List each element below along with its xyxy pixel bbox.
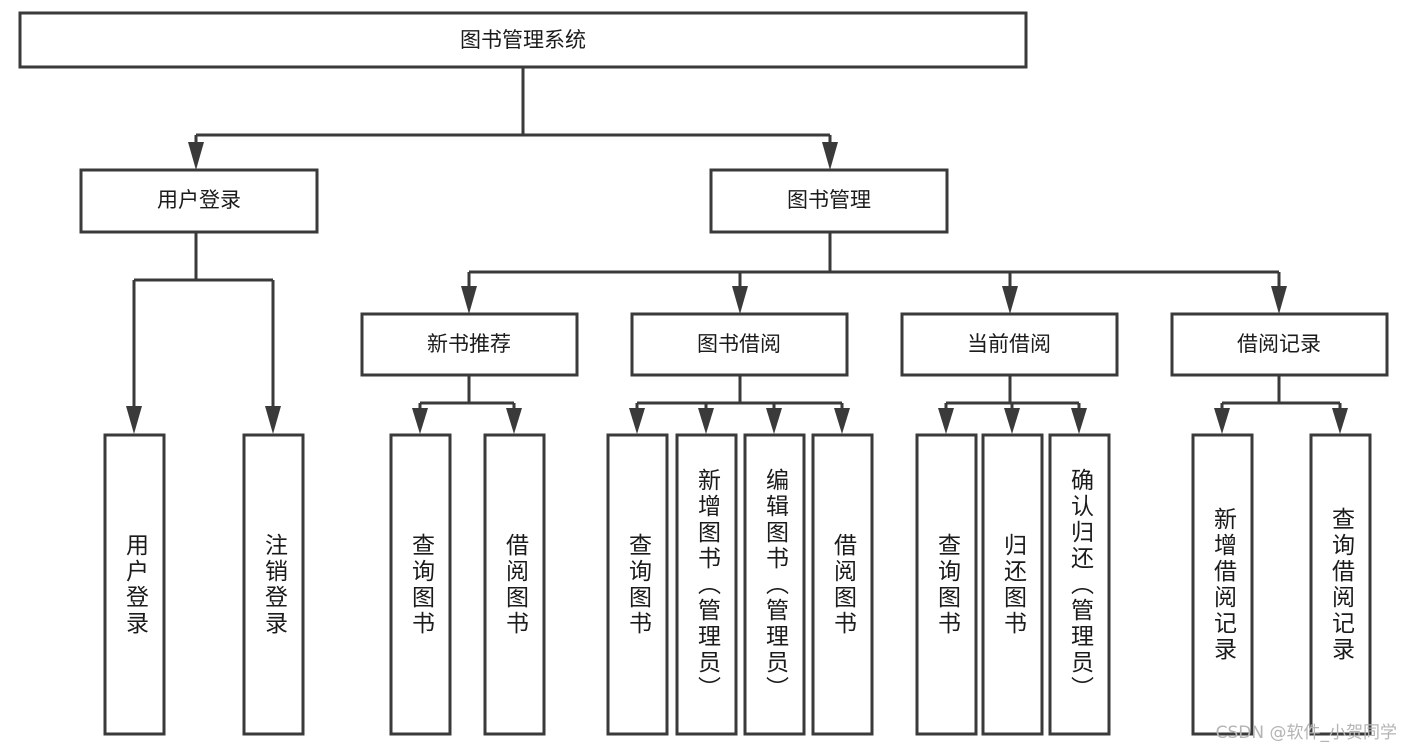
leaf-user-login-logout-box[interactable] (242, 433, 305, 736)
leaf-book-borrow-borrow[interactable]: 借阅图书 (811, 433, 874, 736)
arrow-head-bb-leaf-2 (698, 408, 714, 434)
leaf-new-book-borrow-box[interactable] (483, 433, 546, 736)
leaf-current-borrow-query-label: 查询图书 (934, 533, 962, 637)
arrow-head-bb-leaf-1 (629, 408, 645, 434)
arrow-head-leaf-logout (265, 406, 281, 434)
leaf-borrow-record-query-box[interactable] (1309, 433, 1372, 736)
leaf-current-borrow-query[interactable]: 查询图书 (915, 433, 978, 736)
leaf-borrow-record-query-label: 查询借阅记录 (1328, 507, 1356, 663)
node-book-management[interactable]: 图书管理 (709, 168, 949, 234)
leaf-book-borrow-borrow-label: 借阅图书 (830, 533, 858, 637)
arrow-head-nb-leaf-2 (506, 408, 522, 434)
node-user-login[interactable]: 用户登录 (79, 168, 319, 234)
arrow-head-leaf-user-login (126, 406, 142, 434)
leaf-borrow-record-add-label: 新增借阅记录 (1210, 507, 1238, 663)
arrow-head-nb-leaf-1 (412, 408, 428, 434)
leaf-user-login-logout-label: 注销登录 (261, 533, 289, 637)
arrow-head-cb-leaf-3 (1071, 408, 1087, 434)
node-book-management-box[interactable] (709, 168, 949, 234)
leaf-user-login-login-label: 用户登录 (122, 533, 150, 637)
leaf-book-borrow-query-label: 查询图书 (625, 533, 653, 637)
node-borrow-record[interactable]: 借阅记录 (1170, 312, 1389, 377)
arrow-head-br-leaf-1 (1214, 408, 1230, 434)
leaf-book-borrow-borrow-box[interactable] (811, 433, 874, 736)
leaf-new-book-query-label: 查询图书 (408, 533, 436, 637)
node-current-borrow[interactable]: 当前借阅 (900, 312, 1119, 377)
node-book-borrow-box[interactable] (630, 312, 849, 377)
arrow-head-cb-leaf-1 (938, 408, 954, 434)
arrow-head-user-login (188, 142, 204, 170)
node-root[interactable]: 图书管理系统 (18, 11, 1028, 69)
leaf-current-borrow-return-box[interactable] (981, 433, 1044, 736)
arrow-head-bb-leaf-3 (766, 408, 782, 434)
node-borrow-record-box[interactable] (1170, 312, 1389, 377)
node-current-borrow-box[interactable] (900, 312, 1119, 377)
node-borrow-record-label: 借阅记录 (1237, 332, 1321, 356)
leaf-new-book-borrow-label: 借阅图书 (502, 533, 530, 637)
node-book-management-label: 图书管理 (787, 188, 871, 212)
leaf-book-borrow-query[interactable]: 查询图书 (606, 433, 669, 736)
arrow-head-book-borrow (732, 286, 748, 314)
leaf-book-borrow-edit-label: 编辑图书（管理员） (762, 468, 790, 702)
arrow-head-current-borrow (1002, 286, 1018, 314)
leaf-current-borrow-confirm-box[interactable] (1048, 433, 1111, 736)
leaf-book-borrow-add-box[interactable] (675, 433, 738, 736)
node-current-borrow-label: 当前借阅 (967, 332, 1051, 356)
arrow-head-book-mgmt (822, 142, 838, 170)
leaf-current-borrow-confirm-label: 确认归还（管理员） (1067, 468, 1095, 702)
leaf-current-borrow-confirm[interactable]: 确认归还（管理员） (1048, 433, 1111, 736)
leaf-borrow-record-query[interactable]: 查询借阅记录 (1309, 433, 1372, 736)
leaf-new-book-query-box[interactable] (389, 433, 452, 736)
node-user-login-label: 用户登录 (157, 188, 241, 212)
leaf-new-book-query[interactable]: 查询图书 (389, 433, 452, 736)
node-book-borrow-label: 图书借阅 (697, 332, 781, 356)
arrow-head-borrow-record (1271, 286, 1287, 314)
arrow-head-br-leaf-2 (1332, 408, 1348, 434)
leaf-book-borrow-edit[interactable]: 编辑图书（管理员） (743, 433, 806, 736)
leaf-new-book-borrow[interactable]: 借阅图书 (483, 433, 546, 736)
leaf-book-borrow-edit-box[interactable] (743, 433, 806, 736)
connector-layer (126, 67, 1348, 434)
node-root-label: 图书管理系统 (460, 28, 586, 52)
leaf-user-login-logout[interactable]: 注销登录 (242, 433, 305, 736)
arrow-head-cb-leaf-2 (1004, 408, 1020, 434)
leaf-user-login-login[interactable]: 用户登录 (103, 433, 166, 736)
arrow-head-bb-leaf-4 (834, 408, 850, 434)
node-new-book-recommend-box[interactable] (360, 312, 579, 377)
node-root-box[interactable] (18, 11, 1028, 69)
leaf-borrow-record-add[interactable]: 新增借阅记录 (1191, 433, 1254, 736)
leaf-borrow-record-add-box[interactable] (1191, 433, 1254, 736)
node-new-book-recommend-label: 新书推荐 (427, 332, 511, 356)
csdn-watermark: CSDN @软件_小贺同学 (1215, 723, 1397, 743)
node-book-borrow[interactable]: 图书借阅 (630, 312, 849, 377)
node-new-book-recommend[interactable]: 新书推荐 (360, 312, 579, 377)
leaf-current-borrow-query-box[interactable] (915, 433, 978, 736)
leaf-user-login-login-box[interactable] (103, 433, 166, 736)
leaf-book-borrow-add-label: 新增图书（管理员） (694, 468, 722, 702)
leaf-current-borrow-return[interactable]: 归还图书 (981, 433, 1044, 736)
arrow-head-new-book (461, 286, 477, 314)
leaf-book-borrow-query-box[interactable] (606, 433, 669, 736)
leaf-current-borrow-return-label: 归还图书 (1000, 533, 1028, 637)
node-user-login-box[interactable] (79, 168, 319, 234)
leaf-book-borrow-add[interactable]: 新增图书（管理员） (675, 433, 738, 736)
